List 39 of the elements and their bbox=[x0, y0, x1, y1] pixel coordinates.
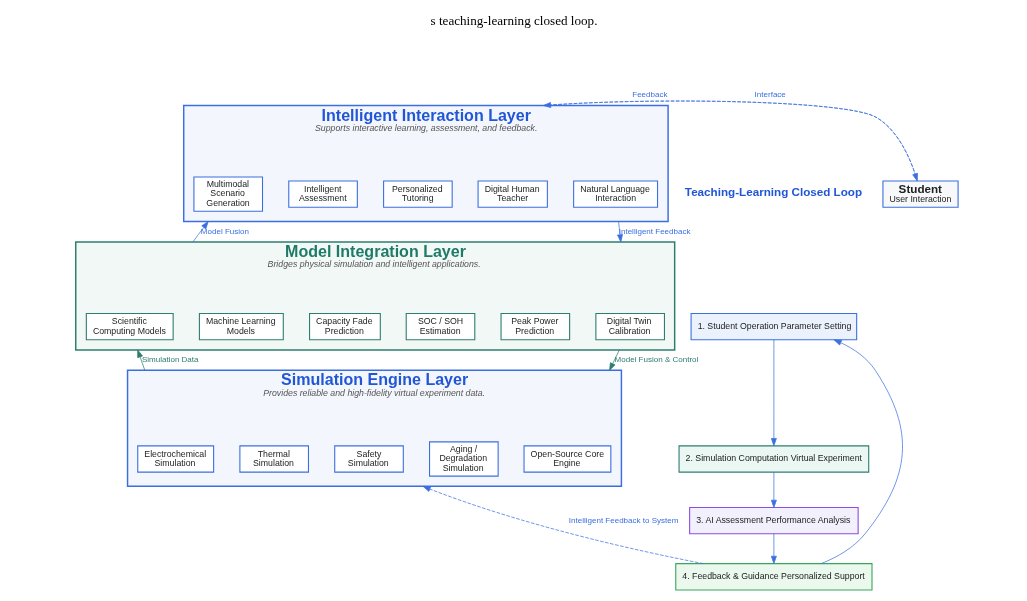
node-box: Student User Interaction bbox=[881, 180, 959, 208]
arrow bbox=[820, 339, 903, 564]
edge-label: Intelligent Feedback to System bbox=[568, 515, 678, 525]
edge-label: Model Fusion bbox=[200, 226, 249, 236]
node-box: Aging / Degradation Simulation bbox=[428, 441, 499, 477]
arrow bbox=[770, 533, 777, 564]
edge-label: Feedback bbox=[631, 90, 667, 100]
node-box: Natural Language Interaction bbox=[572, 180, 658, 208]
arrow bbox=[136, 349, 145, 371]
node-box: SOC / SOH Estimation bbox=[405, 312, 475, 341]
node-box: Thermal Simulation bbox=[238, 445, 309, 473]
edge-label: Model Fusion & Control bbox=[614, 355, 698, 365]
arrow bbox=[191, 221, 209, 243]
arrow bbox=[616, 221, 623, 243]
label: s teaching-learning closed loop. bbox=[430, 12, 597, 28]
node-box: Open-Source Core Engine bbox=[523, 445, 611, 473]
node-box: Peak Power Prediction bbox=[500, 312, 570, 341]
node-box: Personalized Tutoring bbox=[382, 180, 453, 208]
node-box: 3. AI Assessment Performance Analysis bbox=[688, 506, 859, 535]
edge-label: Interface bbox=[754, 90, 786, 100]
node-box: Multimodal Scenario Generation bbox=[192, 176, 263, 212]
node-box: 1. Student Operation Parameter Setting bbox=[690, 312, 857, 341]
node-box: Electrochemical Simulation bbox=[136, 445, 214, 473]
node-box: Digital Human Teacher bbox=[477, 180, 548, 208]
label: Teaching-Learning Closed Loop bbox=[684, 185, 862, 199]
arrow bbox=[422, 485, 704, 564]
arrow bbox=[608, 349, 620, 371]
arrow bbox=[770, 339, 777, 447]
edge-label: Simulation Data bbox=[141, 355, 199, 365]
node-box: Scientific Computing Models bbox=[85, 312, 174, 341]
node-box: Safety Simulation bbox=[333, 445, 404, 473]
arrow bbox=[542, 100, 918, 182]
arrow bbox=[770, 471, 777, 508]
node-box: Capacity Fade Prediction bbox=[308, 312, 381, 341]
node-box: 2. Simulation Computation Virtual Experiment bbox=[678, 445, 869, 473]
node-box: Intelligent Assessment bbox=[287, 180, 358, 208]
node-box: 4. Feedback & Guidance Personalized Support bbox=[674, 563, 873, 591]
node-box: Digital Twin Calibration bbox=[594, 312, 665, 341]
node-box: Machine Learning Models bbox=[198, 312, 284, 341]
